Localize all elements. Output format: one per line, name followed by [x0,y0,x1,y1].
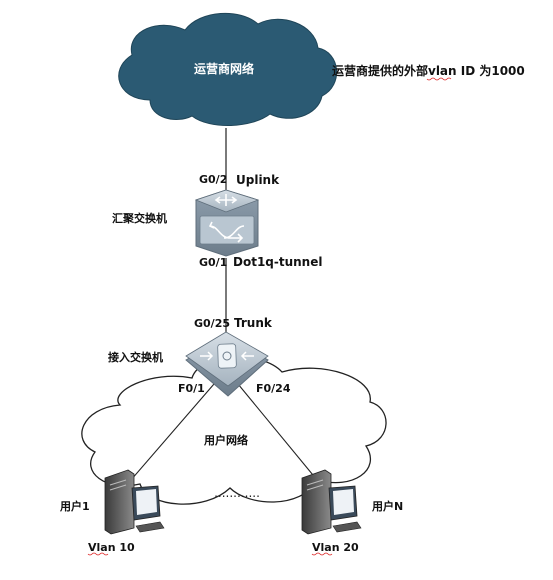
agg-uplink-label: Uplink [236,173,280,187]
access-left-link [123,383,215,489]
isp-cloud: 运营商网络 [118,12,338,126]
access-switch-port-icon [222,351,232,361]
isp-cloud-label: 运营商网络 [194,61,254,76]
user-left-vlan: Vlan 10 [88,541,135,554]
user-cloud-label: 用户网络 [204,433,248,447]
access-right-link [237,383,323,487]
access-port-left: F0/1 [178,382,205,395]
user-left-name: 用户1 [60,499,90,513]
access-switch [185,331,269,397]
agg-switch-name: 汇聚交换机 [112,211,167,225]
user-right-name: 用户N [372,499,403,513]
pc-right-icon [301,469,362,535]
agg-uplink-port: G0/2 [199,173,227,186]
access-uplink-port: G0/25 [194,317,230,330]
agg-downlink-label: Dot1q-tunnel [233,255,322,269]
isp-vlan-note: 运营商提供的外部vlan ID 为1000 [332,63,525,78]
access-uplink-label: Trunk [234,316,273,330]
spellcheck-underline [426,77,452,81]
switch-arrows-icon [200,351,254,361]
access-port-right: F0/24 [256,382,291,395]
agg-downlink-port: G0/1 [199,256,227,269]
switch-arrows-icon [208,194,245,243]
spellcheck-underline [87,552,109,556]
more-users-ellipsis: ............ [214,486,260,500]
aggregation-switch [194,189,260,257]
access-switch-name: 接入交换机 [108,350,163,364]
user-right-vlan: Vlan 20 [312,541,359,554]
pc-left-icon [104,469,165,535]
spellcheck-underline [311,552,333,556]
